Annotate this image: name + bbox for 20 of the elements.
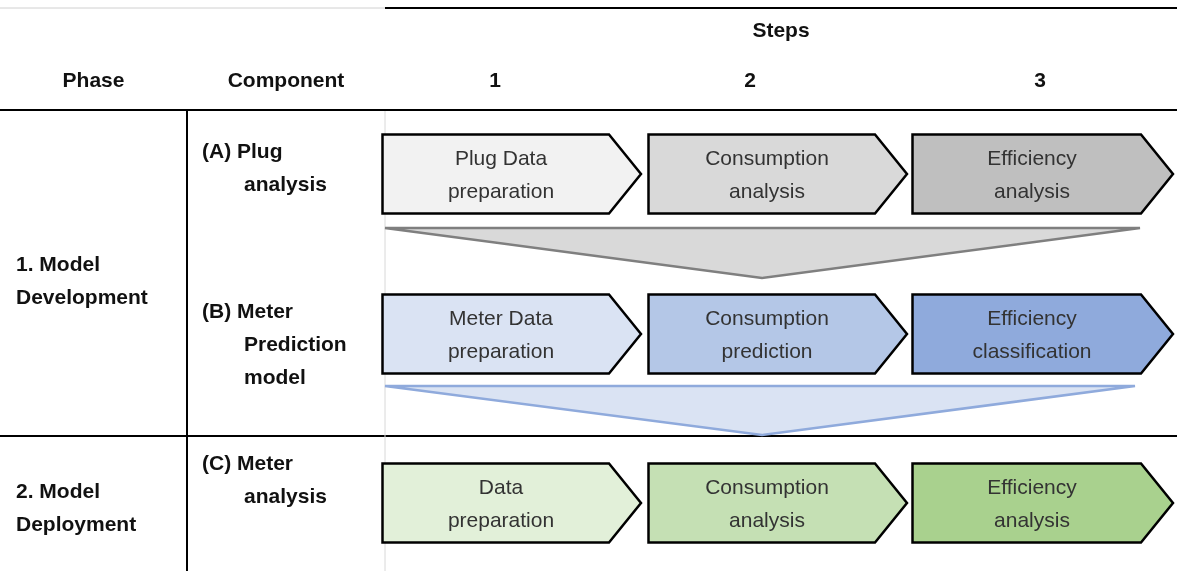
step-label: Consumption analysis: [704, 145, 830, 204]
step-label: Consumption analysis: [704, 474, 830, 533]
step-label: Data preparation: [446, 474, 556, 533]
step-label: Plug Data preparation: [446, 145, 556, 204]
phase-label: 2. Model Deployment: [16, 478, 138, 537]
step-label: Efficiency analysis: [986, 474, 1078, 533]
component-label: (B) Meter Prediction model: [202, 298, 348, 390]
step-label: Meter Data preparation: [446, 305, 556, 364]
column-header: 2: [743, 68, 757, 92]
step-label: Efficiency classification: [971, 305, 1093, 364]
step-label: Efficiency analysis: [986, 145, 1078, 204]
column-header: 1: [488, 68, 502, 92]
component-label: (C) Meter analysis: [202, 450, 328, 509]
phase-label: 1. Model Development: [16, 251, 149, 310]
column-header: Steps: [751, 18, 811, 42]
step-label: Consumption prediction: [704, 305, 830, 364]
column-header: 3: [1033, 68, 1047, 92]
column-header: Phase: [61, 68, 126, 92]
column-header: Component: [226, 68, 346, 92]
component-label: (A) Plug analysis: [202, 138, 328, 197]
